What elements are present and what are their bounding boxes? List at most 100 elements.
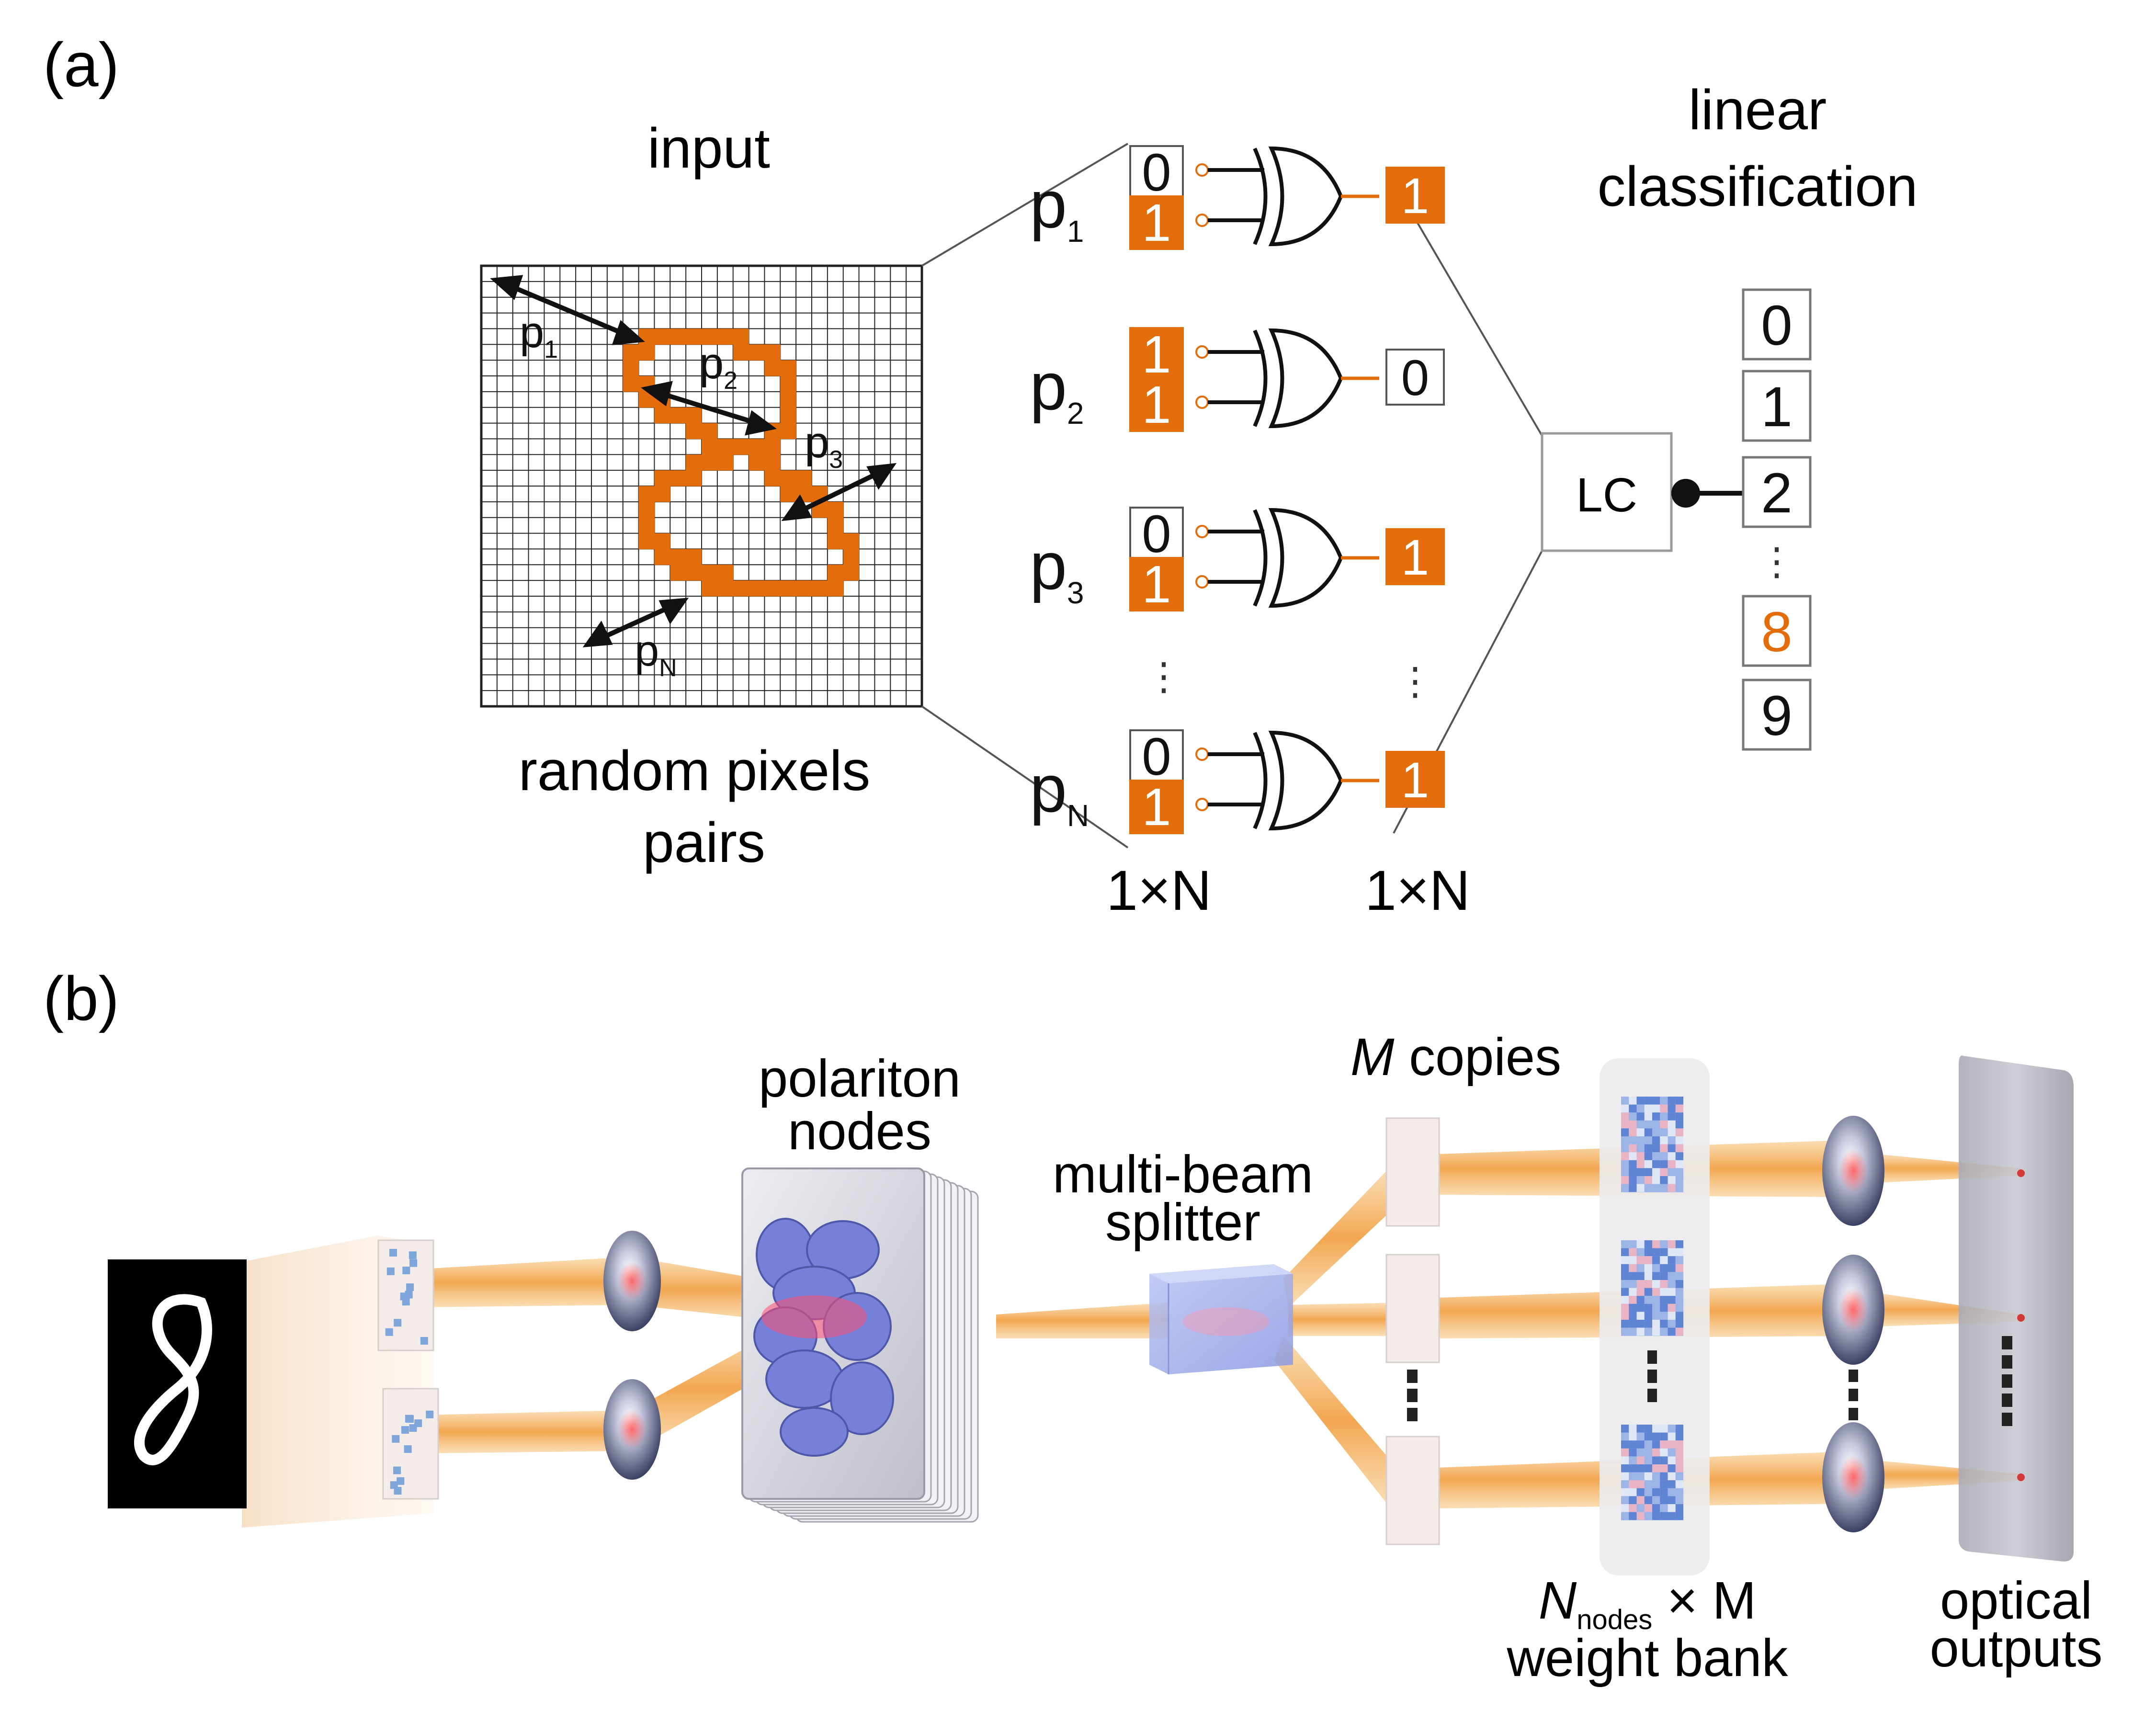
class-box-2 [1742,456,1812,528]
lens-dotted-line [1849,1370,1858,1420]
output-bit [1385,349,1445,406]
class-label-0: 0 [1761,294,1793,357]
class-box-1 [1742,370,1812,442]
pairs-caption-line2: pairs [643,811,765,874]
class-box-9 [1742,679,1812,751]
beam-top-input [421,1257,627,1307]
lens-focus-glow [618,1262,647,1300]
beam-bottom-input [421,1410,627,1453]
panel-b: (b) [43,963,2102,1688]
beam-splitter-cube [1149,1264,1293,1374]
input-bit-value: 1 [1142,778,1171,837]
weight-bank-dotted-line [1647,1350,1657,1402]
input-pattern-tile-bottom [382,1388,439,1500]
input-bit-bottom [1129,377,1184,432]
row-pair-label: pN [1030,751,1089,833]
xor-gate-back-curve [1253,509,1268,607]
beam-nodes-to-splitter [996,1303,1169,1338]
input-pin [1195,163,1209,177]
lc-connector-dot [1671,479,1700,508]
copy-tile-top [1385,1117,1440,1227]
output-spots [2017,1169,2025,1481]
outputs-label-line2: outputs [1930,1619,2103,1678]
grid-pair-label-p2: p2 [699,339,738,395]
grid-pair-label-p1: p1 [520,308,558,363]
input-pin [1195,748,1209,761]
digit-eight-pixels [623,329,860,597]
input-bit-bottom [1129,195,1184,250]
output-screen [1959,1055,2074,1562]
input-bit-value: 1 [1142,325,1171,384]
digit-eight-screen [134,1294,212,1465]
input-pin [1195,575,1209,589]
weight-bank-label-line2: weight bank [1506,1629,1788,1688]
class-box-8 [1742,595,1812,667]
input-bit-value: 1 [1142,555,1171,614]
lc-box-label: LC [1576,468,1637,522]
input-pin [1195,798,1209,811]
input-bit-bottom [1129,557,1184,612]
class-label-2: 2 [1761,462,1793,525]
outputs-ellipsis: ⋮ [1396,660,1434,702]
pair-arrow-p2 [641,381,777,436]
output-dotted-line [2002,1336,2012,1426]
copies-label: M copies [1350,1028,1561,1087]
xor-gate-icon [1268,508,1343,608]
pair-arrow-p1 [490,275,645,345]
splitter-label-line1: multi-beam [1053,1145,1313,1204]
input-pin [1195,525,1209,538]
xor-gate-back-curve [1253,732,1268,829]
class-label-9: 9 [1761,684,1793,748]
output-lenses [1822,1116,1884,1532]
xor-gate-back-curve [1253,147,1268,245]
nodes-label-line1: polariton [759,1049,961,1108]
copies-dotted-line [1407,1370,1418,1421]
lc-box [1541,432,1673,552]
row-pair-label: p2 [1030,349,1084,430]
beam-copy-mid [1288,1303,1403,1336]
polariton-node-stack [741,1167,979,1523]
row-pair-label: p1 [1030,167,1084,249]
input-bit-value: 1 [1142,193,1171,252]
input-title: input [647,117,770,180]
output-bit-value: 1 [1401,168,1429,224]
lens-focus-glow [618,1410,647,1449]
input-pin [1195,214,1209,227]
input-bit-top [1129,327,1184,382]
copy-tile-bottom [1385,1436,1440,1545]
input-bit-top [1129,729,1184,784]
polariton-excitation-glow [761,1295,867,1338]
pairs-caption-line1: random pixels [519,739,871,803]
input-lenses [603,1231,661,1480]
class-label-8: 8 [1761,600,1793,664]
output-bit-value: 1 [1401,752,1429,808]
row-pair-label: p3 [1030,528,1084,610]
classifier-title-line2: classification [1598,155,1918,218]
outputs-label-line1: optical [1940,1571,2092,1630]
lens-focus-glow [1839,1149,1868,1192]
input-vector-size: 1×N [1106,859,1212,922]
pair-arrow-p3 [781,463,897,521]
input-bit-value: 0 [1142,505,1171,564]
panel-b-label: (b) [43,963,119,1033]
inputs-ellipsis: ⋮ [1145,655,1183,698]
grid-pair-label-p3: p3 [805,418,843,474]
output-bit [1385,528,1445,585]
xor-gate-icon [1268,328,1343,429]
input-pin [1195,396,1209,409]
class-ellipsis: ⋮ [1758,540,1796,583]
output-vector-size: 1×N [1365,859,1470,922]
input-pin [1195,345,1209,359]
class-box-0 [1742,288,1812,361]
lens-focus-glow [1839,1456,1868,1499]
panel-a: (a) input [43,30,1918,922]
grid-pair-label-pN: pN [635,626,677,682]
output-bit-value: 0 [1401,350,1429,406]
output-bit [1385,167,1445,224]
